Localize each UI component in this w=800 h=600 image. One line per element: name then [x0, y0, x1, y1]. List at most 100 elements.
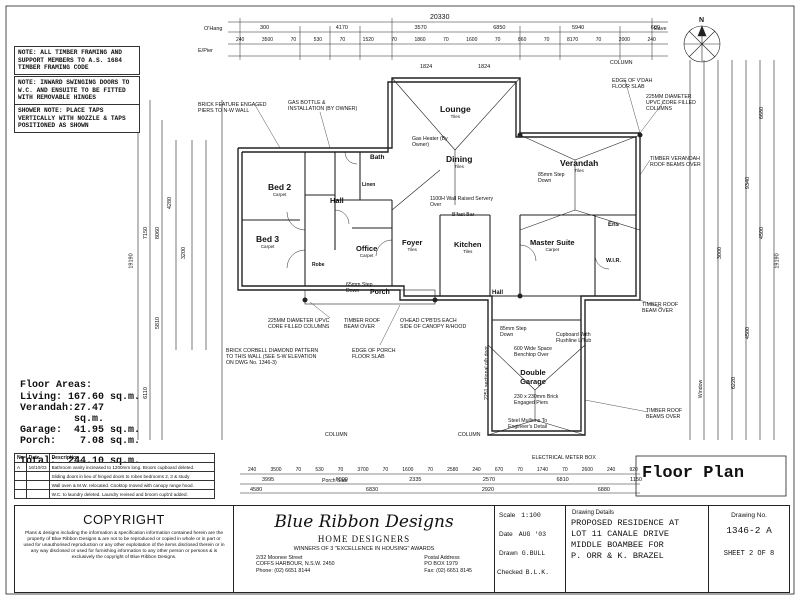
steel-mullions-label: Steel Mullions To Engineer's Detail: [508, 418, 548, 430]
table-header-row: No Date Description: [14, 453, 215, 463]
dim: 6810: [556, 477, 569, 483]
dim: 2570: [482, 477, 496, 483]
dim: 600: [650, 25, 660, 31]
finish-carpet: Carpet: [545, 247, 560, 252]
city-line: COFFS HARBOUR, N.S.W. 2450: [256, 561, 335, 568]
copyright-cell: COPYRIGHT Plans & designs including the …: [15, 506, 234, 592]
dim: 3995: [262, 477, 275, 483]
fax-line: Fax: (02) 6651 8145: [424, 567, 472, 574]
cell: 16/10/03: [25, 462, 50, 472]
ohang-label: O'Hang: [204, 26, 223, 32]
dim-right-a: 6680: [759, 106, 766, 120]
details-cell: Drawing Details PROPOSED RESIDENCE AT LO…: [566, 506, 709, 592]
roof-beam-right-label: TIMBER ROOF BEAM OVER: [642, 302, 679, 314]
dim: 2600: [581, 467, 593, 473]
dim-top-row2: 240 3500 70 530 70 1520 70 1860 70 1600 …: [236, 37, 656, 43]
date-label: Date: [499, 531, 513, 538]
dim: 5940: [572, 25, 585, 31]
table-row: Sliding doors in lieu of hinged doors to…: [14, 471, 215, 481]
dim: 2000: [618, 37, 630, 43]
cell: Bathroom vanity increased to 1200mm long…: [48, 462, 215, 472]
table-row: Wall oven & M.W. relocated. Cooktop move…: [14, 480, 215, 490]
dim: 240: [647, 37, 656, 43]
finish-tiles: Tiles: [463, 249, 473, 254]
dim: 8170: [567, 37, 579, 43]
porch-slab-label: Porch Slab: [322, 478, 348, 484]
area-value: 27.47 sq.m.: [74, 403, 105, 425]
timber-roof-beam-label: TIMBER ROOF BEAM OVER: [344, 318, 381, 330]
scale-value: 1:100: [521, 512, 541, 519]
revisions-table: No Date Description A 16/10/03 Bathroom …: [14, 453, 215, 499]
dim-right-e: 6220: [731, 376, 738, 390]
finish-tiles: Tiles: [574, 168, 584, 173]
dim-left-f: 7150: [143, 226, 150, 240]
dim: 4580: [250, 487, 263, 493]
checked-label: Checked: [497, 569, 523, 576]
drawn-value: G.BULL: [521, 550, 546, 557]
dim-left-b: 5810: [155, 316, 162, 330]
dim: 300: [260, 25, 270, 31]
timber-framing-note: NOTE: ALL TIMBER FRAMING AND SUPPORT MEM…: [14, 46, 140, 75]
gas-heater-label: Gas Heater (By Owner): [412, 136, 448, 148]
porch-step-label: 65mm Step Down: [346, 282, 373, 294]
dim: 240: [248, 467, 257, 473]
title-block: COPYRIGHT Plans & designs including the …: [14, 505, 790, 593]
room-porch-label: Porch: [370, 289, 390, 296]
cell: [14, 480, 27, 490]
col-no: No: [14, 453, 27, 463]
dim: 70: [427, 467, 434, 473]
sheet-title: Floor Plan: [642, 464, 745, 483]
dim: 2335: [409, 477, 422, 483]
room-dining-label: Dining: [446, 154, 473, 164]
dim: 70: [517, 467, 523, 473]
area-row: Garage:41.95 sq.m.: [20, 425, 140, 436]
room-robe-label: Robe: [312, 262, 325, 268]
servery-label: 1100H Wall Raised Servery Over: [430, 196, 494, 208]
room-linen-label: Linen: [362, 182, 376, 188]
finish-tiles: Tiles: [450, 114, 461, 119]
room-hall-left-label: Hall: [330, 196, 344, 205]
cell: W.C. to laundry deleted. Laundry revised…: [48, 489, 215, 499]
dim: 860: [518, 37, 527, 43]
room-bed3-label: Bed 3: [256, 234, 280, 244]
area-row: Living:167.60 sq.m.: [20, 392, 140, 403]
dim: 6830: [365, 487, 379, 493]
table-row: A 16/10/03 Bathroom vanity increased to …: [14, 462, 215, 472]
dim: 6850: [493, 25, 506, 31]
room-verandah-label: Verandah: [560, 158, 599, 168]
scale-label: Scale: [499, 512, 516, 519]
dim-lounge-left: 1824: [420, 64, 433, 70]
drawing-no: 1346-2 A: [726, 525, 772, 536]
brand-name: Blue Ribbon Designs: [274, 512, 454, 532]
shower-note: SHOWER NOTE: PLACE TAPS VERTICALLY WITH …: [14, 104, 140, 133]
sectional-door-label: 2251 sectional o/h door: [483, 346, 490, 400]
phone-line: Phone: (02) 6651 8144: [256, 567, 311, 574]
dim: 1860: [414, 37, 426, 43]
timber-verandah-label: TIMBER VERANDAH ROOF BEAMS OVER: [650, 156, 701, 168]
room-foyer-label: Foyer: [402, 238, 423, 247]
table-row: W.C. to laundry deleted. Laundry revised…: [14, 489, 215, 499]
col-description: Description: [48, 453, 215, 463]
dim: 70: [494, 37, 501, 43]
room-ensuite-label: Ens: [608, 222, 620, 228]
postal-label: Postal Address: [424, 555, 460, 561]
dim-left-e: 3200: [181, 246, 188, 260]
benchtop-label: 600 Wide Space Benchtop Over: [514, 346, 553, 358]
dim: 1600: [402, 467, 414, 473]
dim: 1150: [630, 477, 642, 483]
room-wir-label: W.I.R.: [606, 258, 621, 264]
room-bed2-label: Bed 2: [268, 182, 292, 192]
dim: 2920: [481, 487, 495, 493]
area-label: Porch:: [20, 436, 57, 447]
room-garage: Double Garage: [508, 368, 558, 386]
awards-text: WINNERS OF 3 "EXCELLENCE IN HOUSING" AWA…: [293, 546, 435, 552]
details-line: MIDDLE BOAMBEE FOR: [571, 540, 664, 550]
brick-corbell-label: BRICK CORBELL DIAMOND PATTERN TO THIS WA…: [226, 348, 319, 366]
dim: 6000: [335, 477, 348, 483]
